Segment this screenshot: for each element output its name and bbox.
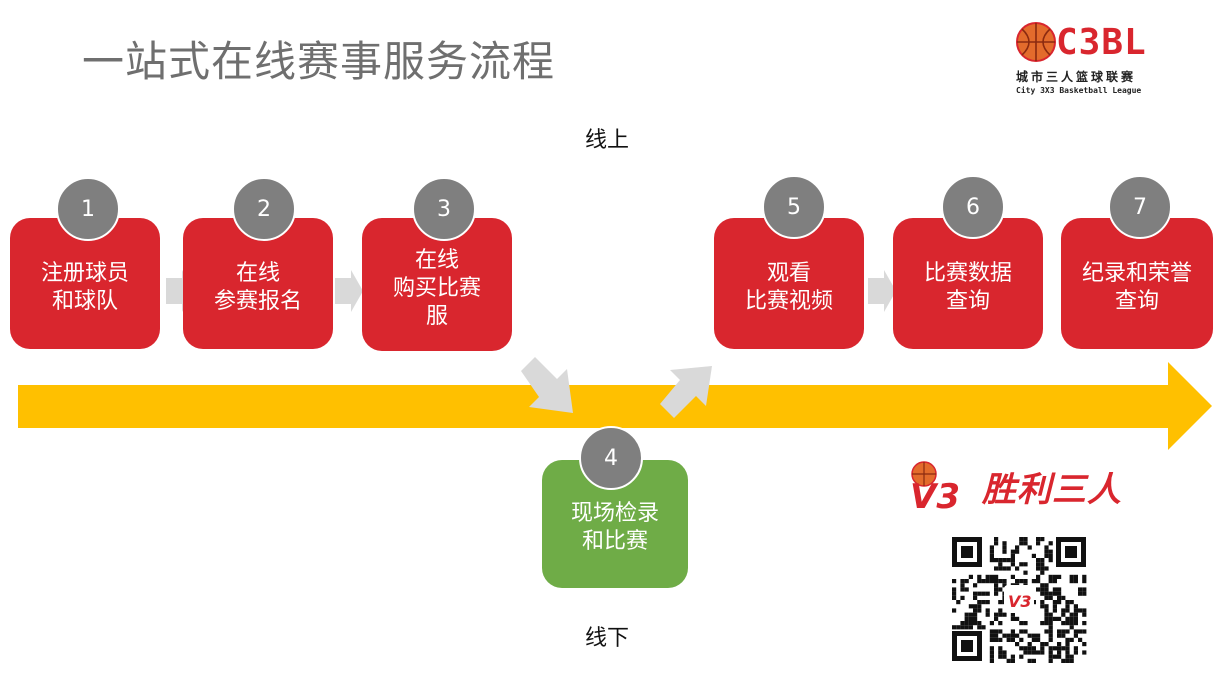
page-title: 一站式在线赛事服务流程 [82, 37, 556, 86]
qr-code[interactable]: V3 [950, 535, 1088, 663]
logo-chinese-name: 城市三人篮球联赛 [1016, 70, 1137, 84]
logo-english-name: City 3X3 Basketball League [1016, 86, 1142, 95]
step-text-5: 观看 比赛视频 [744, 260, 833, 314]
step-badge-5: 5 [762, 175, 826, 239]
c3bl-logo: C3BL 城市三人篮球联赛 City 3X3 Basketball League [1012, 18, 1162, 100]
step-badge-7: 7 [1108, 175, 1172, 239]
step-box-7: 纪录和荣誉 查询 [1061, 218, 1213, 349]
step-box-6: 比赛数据 查询 [893, 218, 1043, 349]
svg-text:V3: V3 [1008, 592, 1032, 611]
step-badge-2: 2 [232, 177, 296, 241]
step-badge-4: 4 [579, 426, 643, 490]
step-text-7: 纪录和荣誉 查询 [1081, 260, 1192, 314]
basketball-icon [1016, 22, 1056, 62]
step-box-5: 观看 比赛视频 [714, 218, 864, 349]
step-badge-6: 6 [941, 175, 1005, 239]
step-badge-3: 3 [412, 177, 476, 241]
diagonal-arrow-up [660, 366, 712, 418]
step-text-4: 现场检录 和比赛 [570, 501, 659, 554]
svg-text:V3: V3 [910, 477, 960, 514]
v3-basketball-icon: V3 [910, 461, 960, 514]
online-label: 线上 [585, 128, 630, 153]
diagonal-arrow-down [521, 357, 573, 413]
brand-logo: V3 胜利三人 [900, 458, 1130, 514]
chevron-arrow-3 [868, 270, 896, 312]
step-text-6: 比赛数据 查询 [923, 260, 1012, 314]
logo-name: C3BL [1056, 22, 1147, 63]
chevron-arrow-2 [335, 270, 363, 312]
step-text-2: 在线 参赛报名 [213, 260, 302, 314]
step-text-1: 注册球员 和球队 [40, 260, 129, 314]
offline-label: 线下 [585, 626, 630, 651]
step-text-3: 在线 购买比赛 服 [392, 247, 481, 329]
brand-name: 胜利三人 [982, 470, 1122, 510]
step-badge-1: 1 [56, 177, 120, 241]
timeline-arrow [18, 362, 1212, 450]
